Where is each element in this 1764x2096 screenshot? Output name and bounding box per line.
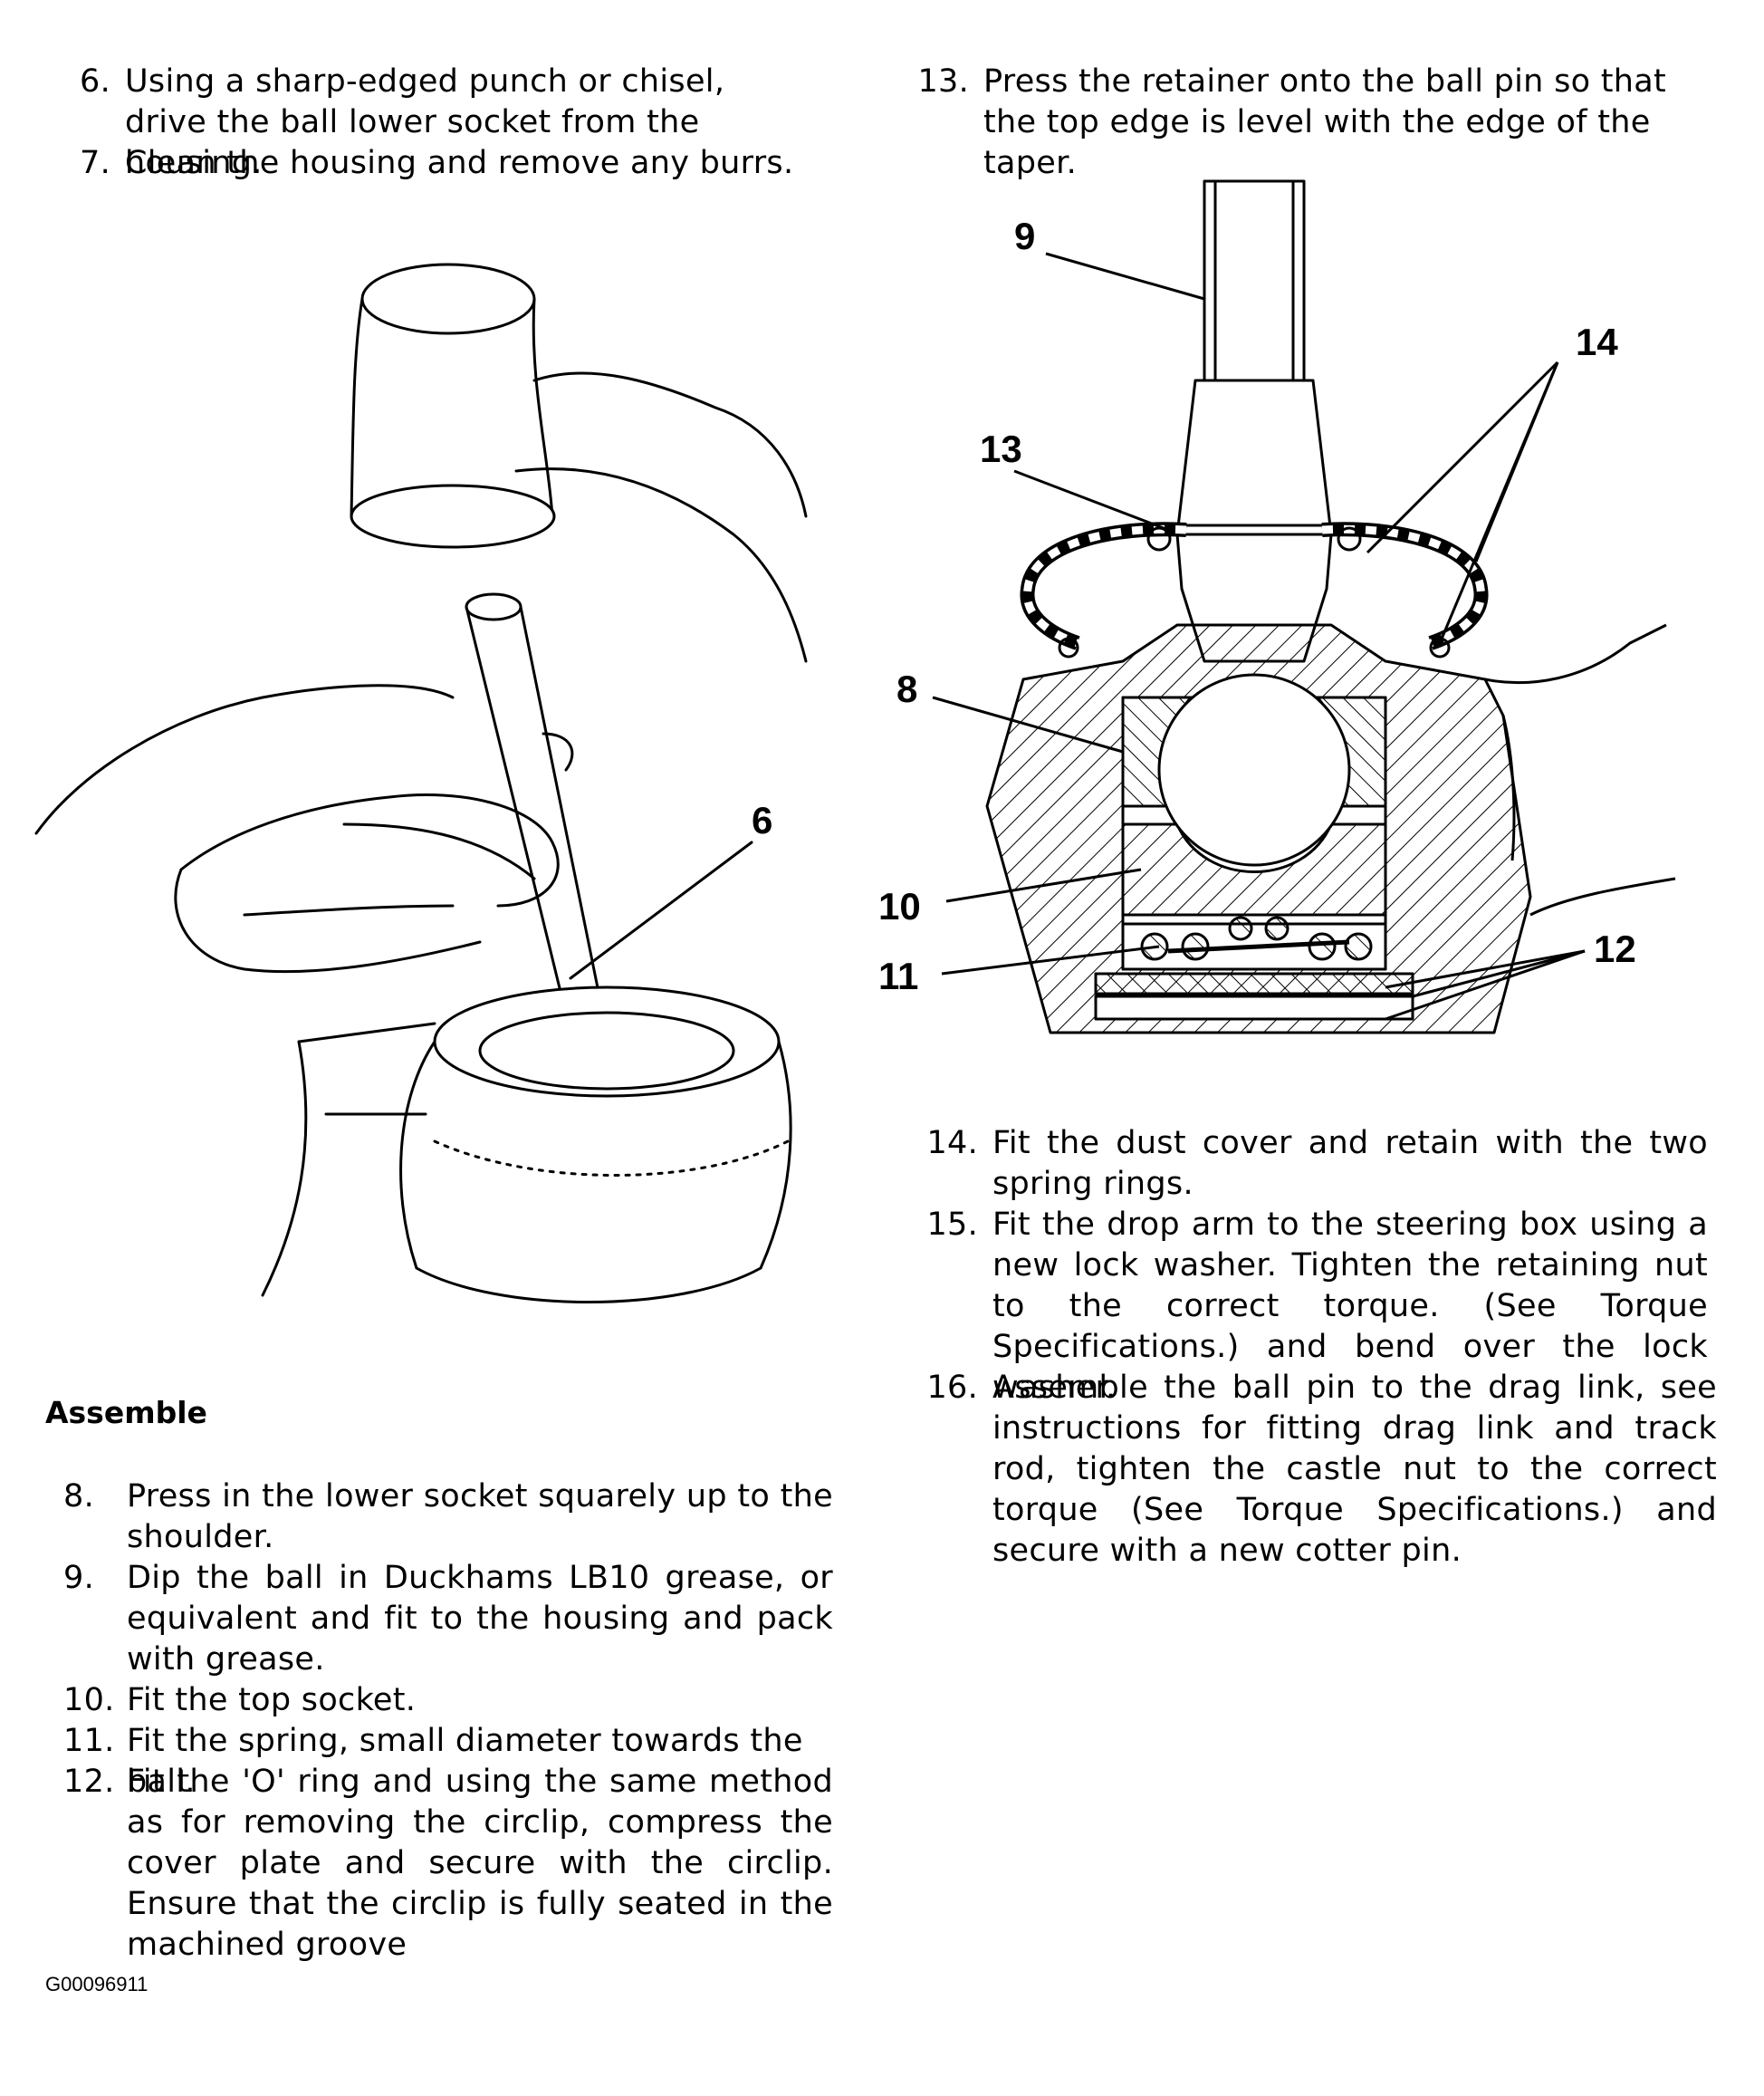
step-number: 10. — [63, 1682, 115, 1718]
callout-12: 12 — [1594, 928, 1636, 970]
callout-6: 6 — [752, 799, 772, 841]
step-text: Press in the lower socket squarely up to… — [127, 1478, 833, 1555]
step-text: Fit the spring, small diameter towards t… — [127, 1723, 803, 1800]
step-text: Clean the housing and remove any burrs. — [125, 145, 794, 181]
assemble-heading: Assemble — [45, 1395, 207, 1430]
callout-8: 8 — [896, 668, 917, 710]
step-text: Using a sharp-edged punch or chisel, dri… — [125, 63, 725, 181]
step-number: 15. — [926, 1207, 978, 1243]
callout-9: 9 — [1014, 215, 1035, 257]
step-number: 7. — [80, 145, 110, 181]
step-text: Press the retainer onto the ball pin so … — [983, 63, 1667, 181]
document-id: G00096911 — [45, 1973, 149, 1995]
step-text: Fit the 'O' ring and using the same meth… — [127, 1764, 833, 1963]
step-number: 14. — [926, 1125, 978, 1161]
step-number: 12. — [63, 1764, 115, 1800]
callout-13: 13 — [980, 428, 1022, 470]
punch-illustration: 6 — [34, 263, 808, 1303]
step-number: 9. — [63, 1560, 94, 1596]
step-number: 11. — [63, 1723, 115, 1759]
step-text: Fit the dust cover and retain with the t… — [992, 1125, 1708, 1202]
step-text: Dip the ball in Duckhams LB10 grease, or… — [127, 1560, 833, 1678]
callout-14: 14 — [1576, 321, 1618, 363]
callout-10: 10 — [878, 885, 921, 928]
step-number: 16. — [926, 1370, 978, 1406]
step-text: Fit the top socket. — [127, 1682, 417, 1718]
step-number: 6. — [80, 63, 110, 100]
step-number: 13. — [917, 63, 969, 100]
ball-joint-section-diagram: 9 13 14 8 10 11 12 — [878, 179, 1676, 1034]
step-text: Assemble the ball pin to the drag link, … — [992, 1370, 1717, 1569]
step-number: 8. — [63, 1478, 94, 1514]
callout-11: 11 — [878, 955, 918, 997]
step-text: Fit the drop arm to the steering box usi… — [992, 1207, 1708, 1406]
